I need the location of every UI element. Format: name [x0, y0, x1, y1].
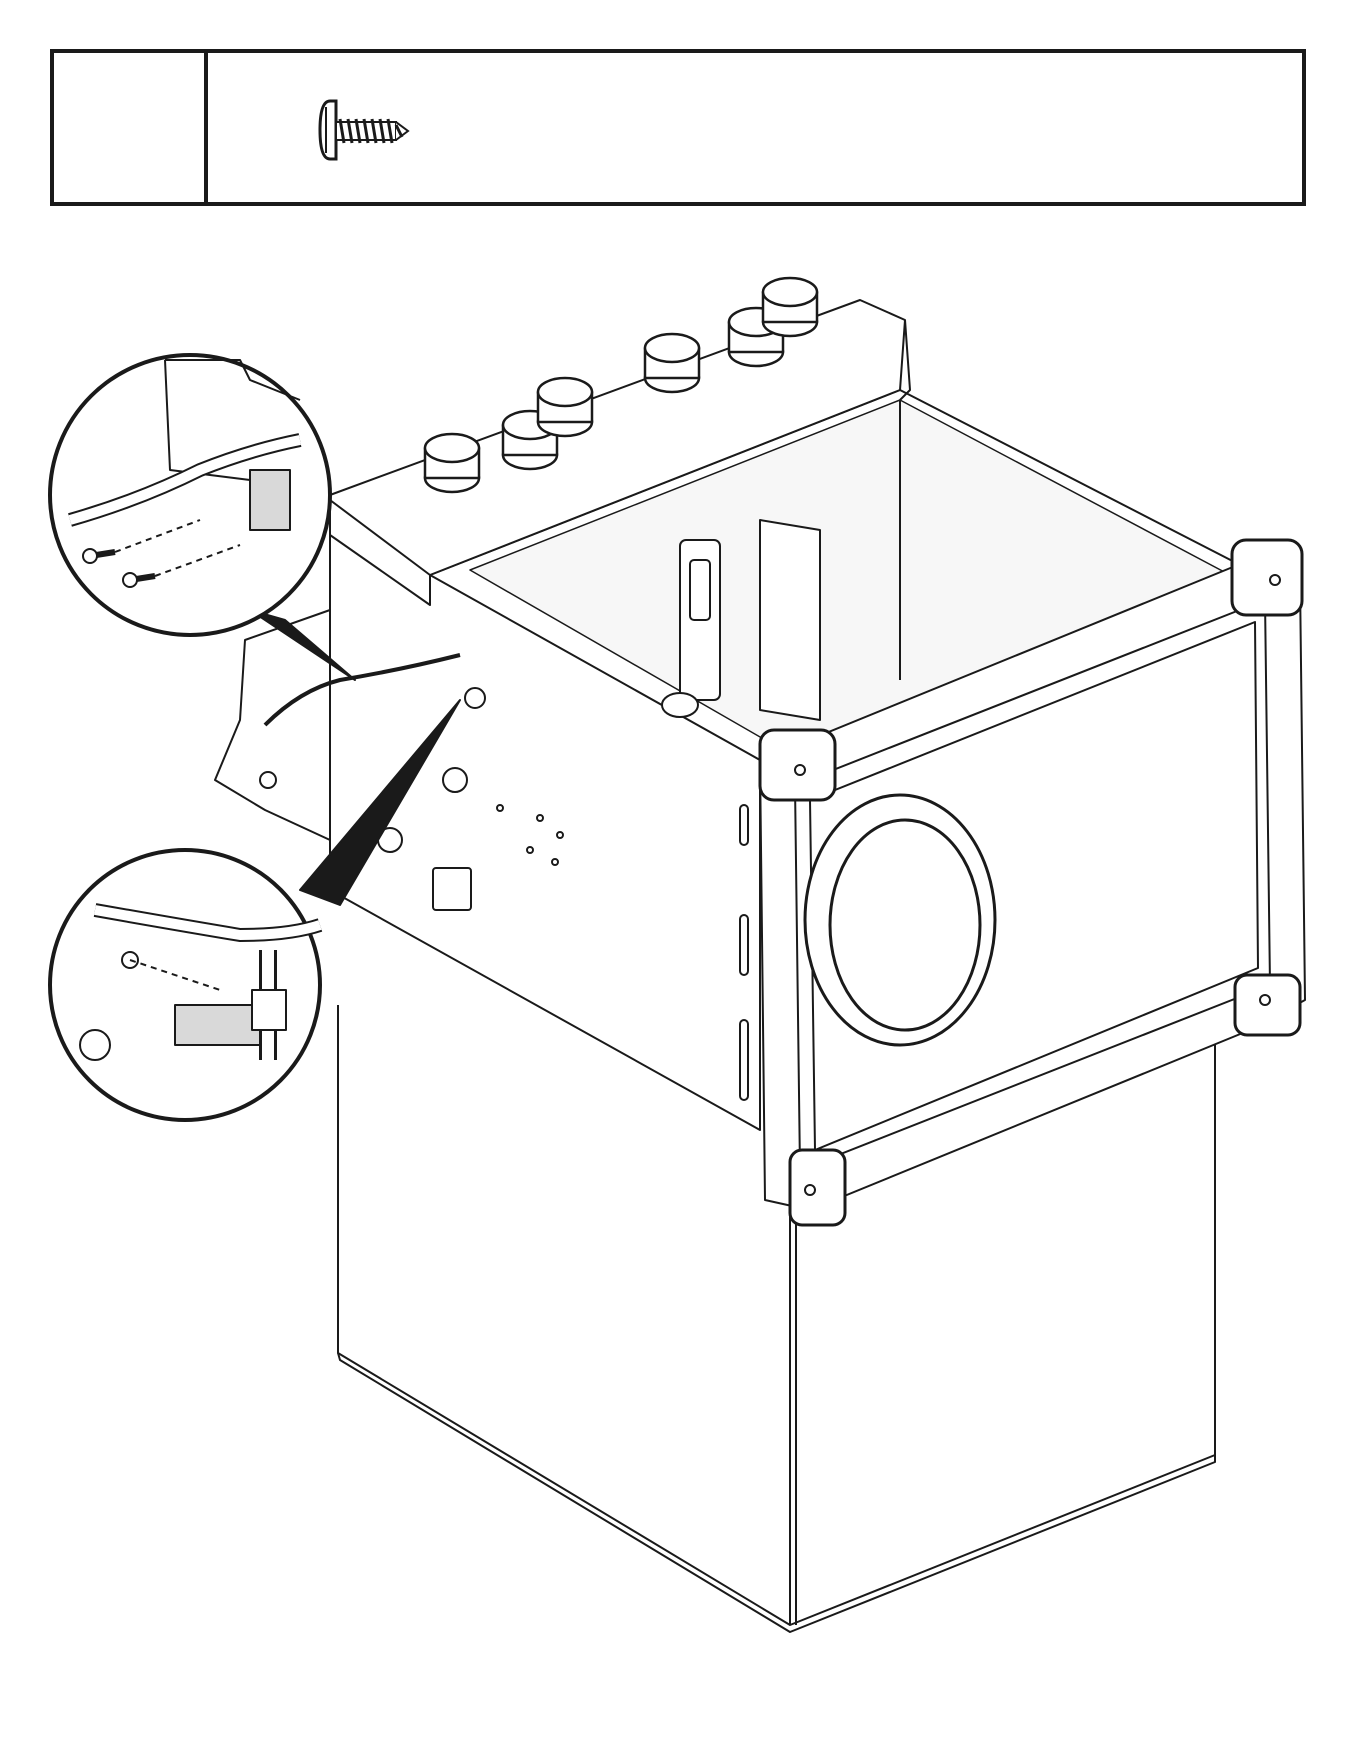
- screw-icon: [312, 95, 462, 165]
- assembly-illustration: [0, 250, 1361, 1710]
- step-number-cell: [54, 53, 208, 202]
- parts-header-table: [50, 49, 1306, 206]
- detail-callout-bottom: [50, 850, 320, 1120]
- detail-callout-top: [50, 355, 330, 635]
- parts-cell: [212, 53, 1302, 202]
- appliance-drawing: [0, 250, 1361, 1710]
- part-item-screw: [312, 95, 462, 165]
